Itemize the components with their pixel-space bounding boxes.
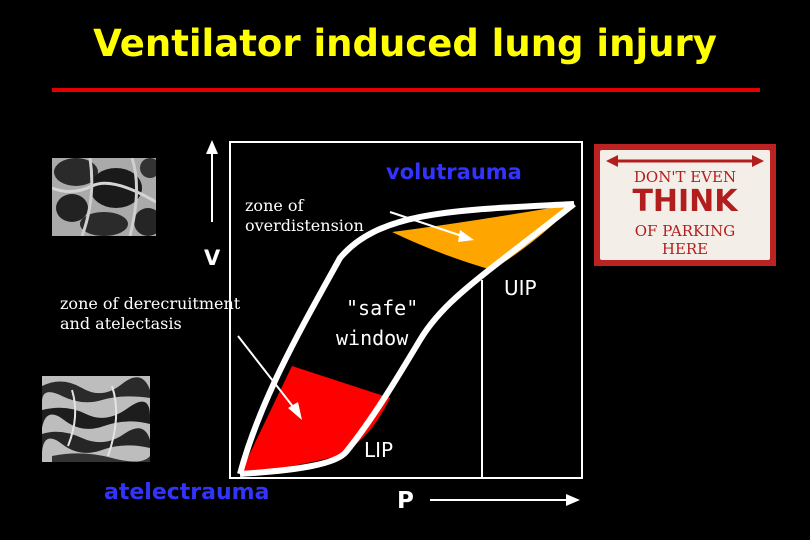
overdistension-label-line2: overdistension [245,216,364,235]
v-axis-label: V [204,246,221,270]
derecruitment-pointer-head [288,402,302,420]
lip-label: LIP [364,438,394,462]
derecruitment-pointer [237,335,295,409]
safe-window-line2: window [336,326,409,350]
sign-line-4: HERE [661,240,709,258]
derecruitment-zone [240,366,390,474]
sign-panel: DON'T EVEN THINK OF PARKING HERE [600,150,770,260]
volutrauma-label: volutrauma [386,160,522,184]
p-axis-arrowhead [566,494,580,506]
sign-line-3: OF PARKING [634,222,736,240]
slide-title: Ventilator induced lung injury [93,22,717,65]
alveoli-collapsed-photo [42,376,150,462]
parking-sign-photo: DON'T EVEN THINK OF PARKING HERE [594,144,776,266]
derecruitment-label-line1: zone of derecruitment [60,294,241,313]
p-axis-label: P [397,488,414,514]
overdistension-label-line1: zone of [245,196,304,215]
overdistension-pointer-head [458,230,474,242]
atelectrauma-label: atelectrauma [104,480,270,505]
overdistension-pointer [389,211,463,237]
safe-window-line1: "safe" [346,296,419,320]
double-arrow-icon [606,155,764,167]
sign-line-2: THINK [632,184,738,219]
overdistension-zone [392,204,574,270]
inflation-curve [239,201,576,477]
title-divider [52,88,760,92]
uip-label: UIP [504,276,537,300]
derecruitment-label-line2: and atelectasis [60,314,182,333]
alveoli-overdistended-photo [51,157,162,237]
v-axis-arrowhead [206,140,218,154]
plot-frame [229,141,583,479]
sign-line-1: DON'T EVEN [633,168,737,186]
deflation-curve [237,201,575,475]
